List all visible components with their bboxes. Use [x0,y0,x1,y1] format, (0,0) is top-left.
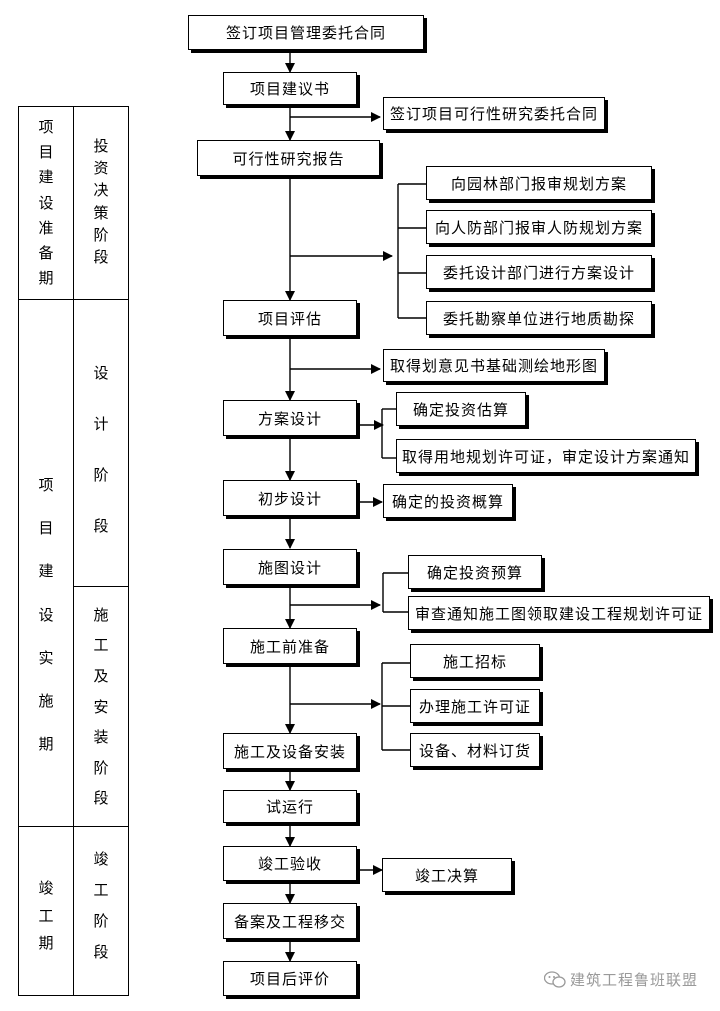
vertical-char: 投 [93,137,109,156]
vertical-char: 设 [38,193,54,212]
vertical-char: 段 [93,789,109,808]
vertical-char: 装 [93,728,109,747]
vertical-char: 工 [93,881,109,899]
vertical-char: 阶 [93,912,109,930]
vertical-char: 准 [38,218,54,237]
step-construction-prep: 施工前准备 [223,628,357,664]
vertical-char: 竣 [93,850,109,868]
step-post-evaluation: 项目后评价 [223,961,357,996]
stage-label-construction: 施工及安装阶段 [73,592,129,822]
step-filing-handover: 备案及工程移交 [223,903,357,939]
vertical-char: 设 [38,605,54,624]
side-planning-permit: 审查通知施工图领取建设工程规划许可证 [408,596,710,630]
wechat-icon [543,970,566,988]
side-landscape-review: 向园林部门报审规划方案 [426,166,652,200]
vertical-char: 施 [38,691,54,710]
step-trial-run: 试运行 [223,790,357,823]
side-topographic-map: 取得划意见书基础测绘地形图 [383,349,605,382]
vertical-char: 期 [38,734,54,753]
step-construction-drawing: 施图设计 [223,549,357,585]
step-preliminary-design: 初步设计 [223,480,357,516]
side-feasibility-contract: 签订项目可行性研究委托合同 [383,97,605,130]
vertical-char: 竣 [38,878,54,897]
vertical-char: 目 [38,143,54,162]
side-design-commission: 委托设计部门进行方案设计 [426,255,652,289]
period-label-implementation: 项目建设实施期 [18,450,74,780]
vertical-char: 决 [93,181,109,200]
vertical-char: 段 [93,943,109,961]
vertical-char: 阶 [93,225,109,244]
watermark: 建筑工程鲁班联盟 [543,969,698,990]
vertical-char: 施 [93,605,109,624]
step-feasibility-report: 可行性研究报告 [197,140,380,176]
vertical-char: 备 [38,243,54,262]
side-investment-estimate: 确定投资估算 [396,392,526,426]
vertical-char: 建 [38,562,54,581]
stage-label-completion: 竣工阶段 [73,836,129,976]
side-construction-bidding: 施工招标 [410,644,540,678]
stage-label-decision: 投资决策阶段 [73,132,129,272]
vertical-char: 计 [93,415,109,433]
side-land-permit: 取得用地规划许可证，审定设计方案通知 [396,439,696,473]
vertical-char: 策 [93,203,109,222]
watermark-text: 建筑工程鲁班联盟 [569,971,698,989]
side-construction-permit: 办理施工许可证 [410,689,540,723]
side-civil-defense-review: 向人防部门报审人防规划方案 [426,210,652,244]
side-material-order: 设备、材料订货 [410,733,540,767]
vertical-char: 建 [38,168,54,187]
step-sign-management-contract: 签订项目管理委托合同 [188,15,424,50]
vertical-char: 工 [93,636,109,655]
vertical-char: 阶 [93,466,109,484]
stage-cell-completion [73,826,129,996]
side-survey-commission: 委托勘察单位进行地质勘探 [426,301,652,335]
period-label-completion: 竣工期 [18,868,74,964]
vertical-char: 设 [93,364,109,382]
side-budget-approximation: 确定的投资概算 [383,484,513,518]
vertical-char: 项 [38,476,54,495]
side-investment-budget: 确定投资预算 [408,555,542,589]
step-completion-acceptance: 竣工验收 [223,846,357,881]
vertical-char: 期 [38,268,54,287]
vertical-char: 期 [38,934,54,953]
vertical-char: 项 [38,118,54,137]
step-project-evaluation: 项目评估 [223,300,357,336]
step-construction-install: 施工及设备安装 [223,733,357,769]
step-project-proposal: 项目建议书 [223,72,357,105]
vertical-char: 资 [93,159,109,178]
vertical-char: 阶 [93,758,109,777]
step-scheme-design: 方案设计 [223,400,357,436]
vertical-char: 目 [38,519,54,538]
vertical-char: 段 [93,247,109,266]
vertical-char: 及 [93,666,109,685]
side-final-settlement: 竣工决算 [382,858,512,892]
vertical-char: 工 [38,906,54,925]
stage-label-design: 设计阶段 [73,330,129,570]
vertical-char: 安 [93,697,109,716]
vertical-char: 实 [38,648,54,667]
vertical-char: 段 [93,517,109,535]
period-label-prep: 项目建设准备期 [18,110,74,296]
